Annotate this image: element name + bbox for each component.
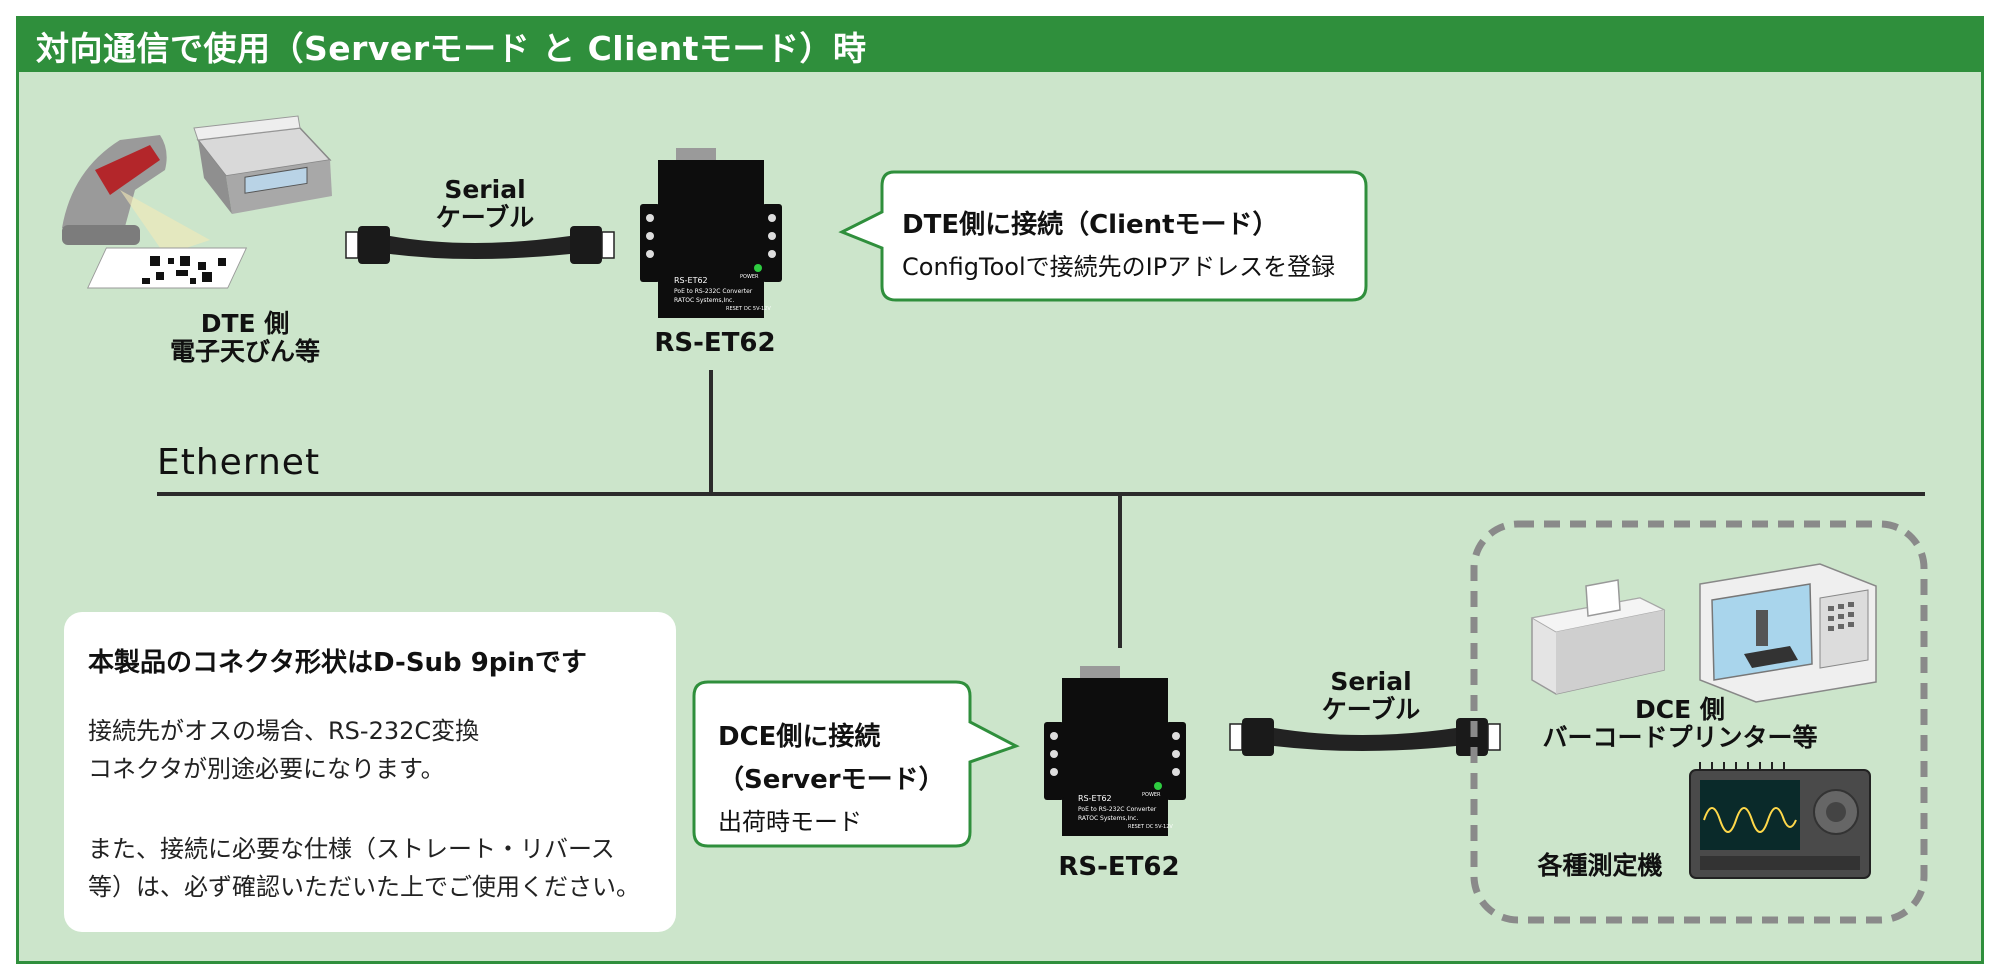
- top-device-label: RS-ET62: [654, 328, 776, 358]
- top-callout-text: DTE側に接続（Clientモード） ConfigToolで接続先のIPアドレス…: [902, 204, 1335, 282]
- bottom-callout-title-line1: DCE側に接続: [718, 722, 881, 752]
- top-device-desc-print: PoE to RS-232C Converter: [674, 288, 753, 295]
- top-rs-et62-device-icon: RS-ET62 PoE to RS-232C Converter RATOC S…: [640, 148, 782, 318]
- note-p2-line2: 等）は、必ず確認いただいた上でご使用ください。: [88, 873, 640, 901]
- top-device-power-print: POWER: [740, 274, 759, 280]
- dte-label-line1: DTE 側: [200, 309, 290, 338]
- measuring-instrument-label: 各種測定機: [1537, 851, 1663, 880]
- note-title: 本製品のコネクタ形状はD-Sub 9pinです: [88, 648, 587, 678]
- bottom-cable-label: Serial ケーブル: [1296, 668, 1446, 724]
- dce-group-dashed-border: [1470, 520, 1928, 924]
- top-callout-sub: ConfigToolで接続先のIPアドレスを登録: [902, 253, 1336, 281]
- bottom-device-model-print: RS-ET62: [1078, 794, 1112, 803]
- note-p1-line1: 接続先がオスの場合、RS-232C変換: [88, 717, 480, 745]
- dce-label-line2: バーコードプリンター等: [1542, 723, 1818, 752]
- top-device-model-print: RS-ET62: [674, 276, 708, 285]
- barcode-scanner-icon: [62, 135, 248, 289]
- note-paragraph-1: 接続先がオスの場合、RS-232C変換 コネクタが別途必要になります。: [88, 712, 479, 788]
- bottom-device-maker-print: RATOC Systems,Inc.: [1078, 815, 1138, 822]
- measuring-instrument-icon: [1689, 762, 1871, 879]
- bottom-callout-bubble: [692, 680, 1020, 848]
- bottom-device-label: RS-ET62: [1058, 852, 1180, 882]
- top-device-reset-print: RESET: [726, 306, 743, 312]
- top-device-dc-print: DC 5V-12V: [744, 306, 771, 312]
- cnc-machine-icon: [1699, 563, 1877, 703]
- dte-label-line2: 電子天びん等: [169, 337, 320, 366]
- bottom-device-dc-print: DC 5V-12V: [1146, 824, 1173, 830]
- note-p1-line2: コネクタが別途必要になります。: [88, 755, 445, 783]
- bottom-cable-label-line1: Serial: [1330, 667, 1412, 696]
- page-title: 対向通信で使用（Serverモード と Clientモード）時: [36, 29, 867, 68]
- header-bar: 対向通信で使用（Serverモード と Clientモード）時: [16, 16, 1984, 72]
- bottom-callout-text: DCE側に接続 （Serverモード） 出荷時モード: [718, 716, 945, 837]
- electronic-scale-icon: [193, 115, 332, 214]
- connector-note-box: 本製品のコネクタ形状はD-Sub 9pinです 接続先がオスの場合、RS-232…: [64, 612, 676, 932]
- bottom-cable-label-line2: ケーブル: [1321, 695, 1421, 724]
- top-cable-label-line1: Serial: [444, 175, 526, 204]
- barcode-printer-icon: [1530, 579, 1666, 695]
- bottom-device-reset-print: RESET: [1128, 824, 1145, 830]
- bottom-callout-sub: 出荷時モード: [718, 808, 862, 836]
- top-callout-title: DTE側に接続（Clientモード）: [902, 210, 1279, 240]
- bottom-rs-et62-device-icon: RS-ET62 PoE to RS-232C Converter RATOC S…: [1044, 666, 1186, 836]
- dce-label-line1: DCE 側: [1635, 695, 1725, 724]
- note-p2-line1: また、接続に必要な仕様（ストレート・リバース: [88, 835, 615, 863]
- top-serial-cable-icon: [345, 226, 615, 264]
- top-cable-label-line2: ケーブル: [435, 203, 535, 232]
- top-device-maker-print: RATOC Systems,Inc.: [674, 297, 734, 304]
- top-cable-label: Serial ケーブル: [410, 176, 560, 232]
- bottom-device-desc-print: PoE to RS-232C Converter: [1078, 806, 1157, 813]
- bottom-callout-title-line2: （Serverモード）: [718, 765, 945, 795]
- bottom-device-power-print: POWER: [1142, 792, 1161, 798]
- ethernet-label: Ethernet: [157, 442, 321, 483]
- top-callout-bubble: [838, 170, 1368, 302]
- note-paragraph-2: また、接続に必要な仕様（ストレート・リバース 等）は、必ず確認いただいた上でご使…: [88, 830, 640, 906]
- bottom-serial-cable-icon: [1229, 718, 1501, 756]
- dte-label: DTE 側 電子天びん等: [150, 310, 340, 366]
- dce-label: DCE 側 バーコードプリンター等: [1520, 696, 1840, 752]
